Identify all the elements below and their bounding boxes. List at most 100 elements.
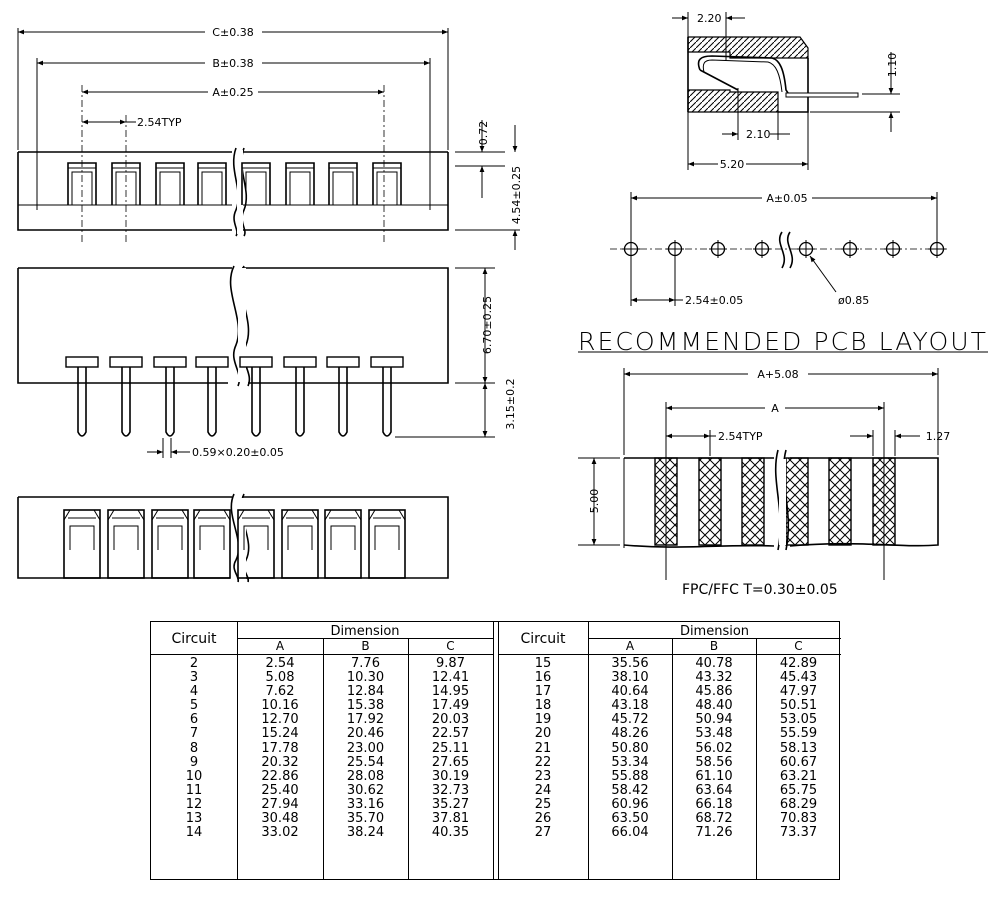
terminal-slot-inner bbox=[332, 171, 354, 205]
cell-chamfer bbox=[107, 509, 145, 521]
pin bbox=[338, 367, 348, 437]
sec-dim-110: 1.10 bbox=[886, 53, 899, 78]
dim-b-cell: 25.54 bbox=[346, 754, 385, 770]
front-terminal-slots bbox=[67, 162, 402, 205]
dim-c-cell: 25.11 bbox=[431, 740, 470, 756]
circuit-cell: 6 bbox=[189, 712, 199, 728]
terminal-slot-inner bbox=[245, 171, 267, 205]
dimension-header: Dimension bbox=[679, 624, 750, 639]
pin-head bbox=[153, 356, 187, 368]
pcb-layout: A±0.05 2.54±0.05 ø0.85 RECOMMENDED PCB L… bbox=[578, 192, 988, 356]
cell-chamfer bbox=[237, 509, 275, 521]
terminal-slot-inner bbox=[376, 171, 398, 205]
col-a-header: A bbox=[625, 639, 635, 653]
cell-window bbox=[113, 525, 139, 550]
fpc-note: FPC/FFC T=0.30±0.05 bbox=[682, 582, 838, 598]
cell bbox=[281, 509, 319, 579]
dim-b-cell: 40.78 bbox=[695, 656, 733, 671]
terminal-slot bbox=[328, 162, 358, 205]
front-dim-pitch: 2.54TYP bbox=[137, 116, 182, 129]
fpc-pad bbox=[828, 457, 852, 546]
dim-c-cell: 9.87 bbox=[436, 656, 465, 671]
dim-c-cell: 40.35 bbox=[431, 825, 470, 841]
circuit-cell: 20 bbox=[534, 726, 552, 742]
cell-window bbox=[199, 525, 225, 550]
cell bbox=[324, 509, 362, 579]
pin-head bbox=[239, 356, 273, 368]
circuit-cell: 26 bbox=[534, 811, 552, 827]
circuit-cell: 15 bbox=[534, 656, 552, 671]
terminal-slot-inner bbox=[71, 171, 93, 205]
dim-c-cell: 68.29 bbox=[779, 796, 818, 812]
pcb-dim-a: A±0.05 bbox=[766, 192, 807, 205]
circuit-cell: 2 bbox=[189, 656, 199, 671]
col-b-header: B bbox=[361, 639, 370, 653]
pin bbox=[165, 367, 175, 437]
dim-a-cell: 30.48 bbox=[261, 811, 299, 827]
dim-a-cell: 17.78 bbox=[261, 740, 299, 756]
dim-a-cell: 20.32 bbox=[261, 754, 299, 770]
pin bbox=[382, 367, 392, 437]
table-divider bbox=[237, 638, 493, 639]
table-divider bbox=[498, 622, 499, 879]
dim-a-cell: 33.02 bbox=[261, 825, 299, 841]
dim-c-cell: 45.43 bbox=[779, 670, 818, 686]
dim-c-cell: 30.19 bbox=[431, 768, 470, 784]
fpc-pad bbox=[698, 457, 722, 546]
pin-head bbox=[109, 356, 143, 368]
circuit-cell: 18 bbox=[534, 698, 552, 714]
circuit-cell: 5 bbox=[189, 698, 199, 714]
col-c-header: C bbox=[794, 639, 803, 653]
cell-window bbox=[287, 525, 313, 550]
cell-chamfer bbox=[63, 509, 101, 521]
dim-b-cell: 43.32 bbox=[695, 670, 733, 686]
terminal-slot bbox=[285, 162, 315, 205]
table-divider bbox=[323, 638, 324, 879]
front-dim-b: B±0.38 bbox=[212, 57, 253, 70]
pin-head bbox=[326, 356, 360, 368]
dim-b-cell: 56.02 bbox=[695, 740, 733, 756]
dim-b-cell: 48.40 bbox=[695, 698, 733, 714]
dim-a-cell: 50.80 bbox=[611, 740, 649, 756]
terminal-slot-inner bbox=[289, 171, 311, 205]
dim-c-cell: 63.21 bbox=[779, 768, 818, 784]
circuit-cell: 19 bbox=[534, 712, 552, 728]
col-b-header: B bbox=[709, 639, 719, 653]
table-divider bbox=[237, 622, 238, 879]
pin bbox=[121, 367, 131, 437]
dim-c-cell: 17.49 bbox=[431, 698, 470, 714]
dim-b-cell: 28.08 bbox=[346, 768, 385, 784]
circuit-cell: 7 bbox=[189, 726, 199, 742]
circuit-cell: 3 bbox=[189, 670, 199, 686]
cell-window bbox=[330, 525, 356, 550]
dim-b-cell: 50.94 bbox=[695, 712, 733, 728]
cell-window bbox=[374, 525, 400, 550]
dim-b-cell: 53.48 bbox=[695, 726, 733, 742]
dim-a-cell: 40.64 bbox=[611, 684, 649, 700]
dim-c-cell: 47.97 bbox=[779, 684, 818, 700]
circuit-cell: 12 bbox=[185, 796, 203, 812]
circuit-cell: 9 bbox=[189, 754, 199, 770]
dim-b-cell: 38.24 bbox=[346, 825, 385, 841]
cell-window bbox=[69, 525, 95, 550]
dim-a-cell: 7.62 bbox=[265, 684, 295, 700]
pcb-holes bbox=[622, 240, 946, 258]
fpc-dim-a-plus: A+5.08 bbox=[757, 368, 798, 381]
terminal-slot-inner bbox=[115, 171, 137, 205]
cell-chamfer bbox=[281, 509, 319, 521]
fpc-layout: A+5.08 A 2.54TYP 1.27 5.00 FPC/FFC T=0.3… bbox=[578, 368, 950, 598]
dim-b-cell: 7.76 bbox=[351, 656, 380, 671]
cell-window bbox=[157, 525, 183, 550]
fpc-pad bbox=[654, 457, 678, 546]
terminal-slot bbox=[372, 162, 402, 205]
dim-c-cell: 73.37 bbox=[779, 825, 818, 841]
table-divider bbox=[408, 638, 409, 879]
front-dim-072: 0.72 bbox=[477, 121, 490, 146]
dim-b-cell: 58.56 bbox=[695, 754, 733, 770]
pin bbox=[295, 367, 305, 437]
fpc-dim-a: A bbox=[771, 402, 779, 415]
fpc-pad bbox=[872, 457, 896, 546]
